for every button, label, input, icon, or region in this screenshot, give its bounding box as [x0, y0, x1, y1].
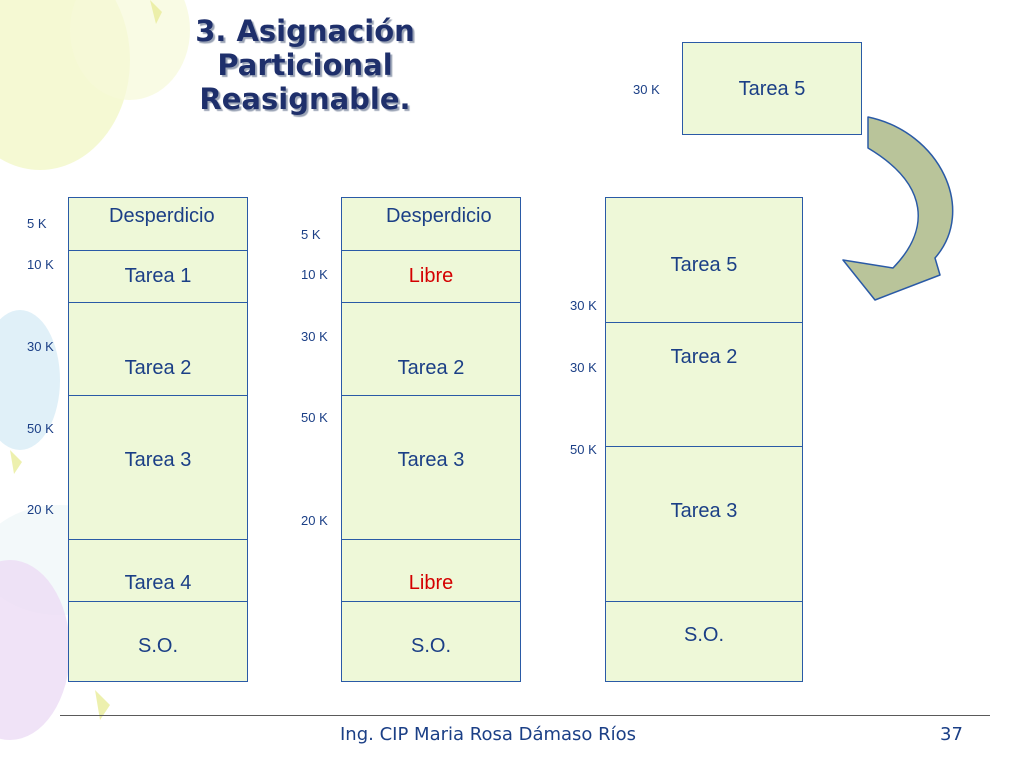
- size-label: 50 K: [570, 442, 597, 457]
- incoming-task-segment: Tarea 5: [683, 43, 861, 134]
- segment-label: Tarea 5: [670, 254, 738, 276]
- incoming-task-box: Tarea 5: [682, 42, 862, 135]
- memory-segment: Tarea 2: [342, 302, 520, 395]
- segment-label: Tarea 3: [670, 500, 738, 522]
- size-label: 5 K: [301, 227, 321, 242]
- title-line-1: 3. Asignación: [195, 14, 415, 48]
- memory-segment: Desperdicio: [342, 198, 520, 250]
- segment-label: Tarea 2: [124, 357, 192, 379]
- segment-label: S.O.: [683, 624, 724, 646]
- incoming-task-label: Tarea 5: [738, 78, 806, 100]
- size-label: 30 K: [570, 298, 597, 313]
- memory-segment: Tarea 1: [69, 250, 247, 302]
- segment-label: Tarea 3: [397, 449, 465, 471]
- segment-label: Tarea 4: [124, 572, 192, 594]
- memory-segment: Tarea 3: [342, 395, 520, 539]
- memory-column-2: Desperdicio Libre Tarea 2 Tarea 3 Libre …: [341, 197, 521, 682]
- page-title: 3. Asignación Particional Reasignable.: [150, 14, 460, 116]
- segment-label: Libre: [408, 572, 454, 594]
- memory-segment: Tarea 4: [69, 539, 247, 601]
- memory-column-1: Desperdicio Tarea 1 Tarea 2 Tarea 3 Tare…: [68, 197, 248, 682]
- memory-segment: Tarea 5: [606, 198, 802, 322]
- title-line-3: Reasignable.: [199, 82, 411, 116]
- memory-segment: Tarea 2: [69, 302, 247, 395]
- memory-segment: Tarea 2: [606, 322, 802, 446]
- size-label: 10 K: [301, 267, 328, 282]
- curved-arrow-icon: [842, 116, 954, 301]
- memory-segment: S.O.: [342, 601, 520, 681]
- size-label: 30 K: [301, 329, 328, 344]
- memory-segment: Tarea 3: [69, 395, 247, 539]
- segment-label: Tarea 2: [397, 357, 465, 379]
- memory-segment: Tarea 3: [606, 446, 802, 601]
- title-line-2: Particional: [217, 48, 393, 82]
- footer-author: Ing. CIP Maria Rosa Dámaso Ríos: [340, 724, 637, 745]
- size-label: 5 K: [27, 216, 47, 231]
- size-label: 30 K: [570, 360, 597, 375]
- segment-label: Libre: [408, 265, 454, 287]
- size-label: 20 K: [301, 513, 328, 528]
- segment-label: Tarea 2: [670, 346, 738, 368]
- size-label: 50 K: [301, 410, 328, 425]
- memory-segment: S.O.: [69, 601, 247, 681]
- size-label: 50 K: [27, 421, 54, 436]
- size-label: 20 K: [27, 502, 54, 517]
- size-label: 30 K: [27, 339, 54, 354]
- memory-segment-free: Libre: [342, 250, 520, 302]
- footer-divider: [60, 715, 990, 716]
- segment-label: Desperdicio: [109, 205, 215, 227]
- segment-label: S.O.: [137, 635, 178, 657]
- segment-label: Tarea 1: [124, 265, 192, 287]
- segment-label: Tarea 3: [124, 449, 192, 471]
- memory-column-3: Tarea 5 Tarea 2 Tarea 3 S.O.: [605, 197, 803, 682]
- size-label-incoming: 30 K: [633, 82, 660, 97]
- size-label: 10 K: [27, 257, 54, 272]
- page-number: 37: [940, 724, 963, 745]
- segment-label: S.O.: [410, 635, 451, 657]
- memory-segment-free: Libre: [342, 539, 520, 601]
- memory-segment: S.O.: [606, 601, 802, 681]
- memory-segment: Desperdicio: [69, 198, 247, 250]
- segment-label: Desperdicio: [386, 205, 492, 227]
